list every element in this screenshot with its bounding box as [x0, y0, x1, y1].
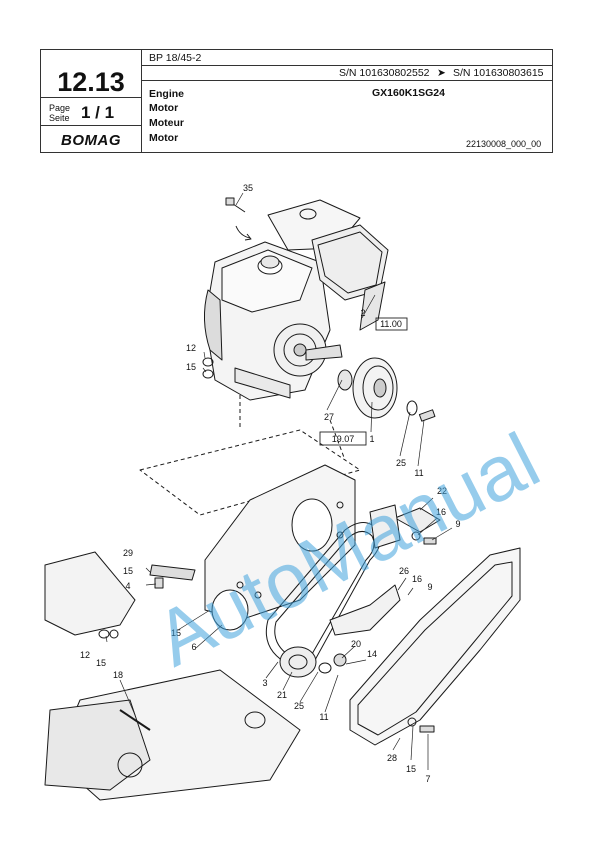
callout-label: 12 [186, 343, 196, 353]
serial-from: S/N 101630802552 [339, 67, 430, 79]
callout-label: 29 [123, 548, 133, 558]
callout-label: 7 [425, 774, 430, 784]
callout-label: 4 [125, 581, 130, 591]
callout-label: 11 [414, 468, 423, 478]
callout-label: 15 [123, 566, 133, 576]
callout-label: 14 [367, 649, 377, 659]
watermark: AutoManual [142, 416, 553, 683]
callout-label: 35 [243, 183, 253, 193]
frame-assembly [44, 395, 521, 801]
callout-label: 26 [399, 566, 409, 576]
model-name: BP 18/45-2 [149, 52, 202, 64]
engine-assembly [202, 197, 436, 422]
drawing-number: 22130008_000_00 [466, 139, 542, 149]
callout-label: 20 [351, 639, 361, 649]
callout-label: 16 [436, 507, 446, 517]
callout-label: 16 [412, 574, 422, 584]
title-de: Motor [149, 102, 179, 114]
callout-label: 15 [186, 362, 196, 372]
callout-label: 9 [427, 582, 432, 592]
header-table: 12.13 Page Seite 1 / 1 BOMAG BP 18/45-2 … [40, 49, 553, 153]
callout-label: 25 [396, 458, 406, 468]
page-label-de: Seite [49, 113, 70, 123]
callout-label: 6 [191, 642, 196, 652]
header-divider [141, 50, 142, 152]
header-rule [142, 65, 553, 66]
title-fr: Moteur [149, 117, 184, 129]
callout-label: 11 [319, 712, 328, 722]
page-label-en: Page [49, 103, 71, 113]
header-rule [41, 125, 141, 126]
callout-label: 21 [277, 690, 287, 700]
title-es: Motor [149, 132, 179, 144]
title-en: Engine [149, 88, 185, 100]
callout-label: 12 [80, 650, 90, 660]
callout-label: 2 [360, 308, 365, 318]
callout-label: 27 [324, 412, 334, 422]
callout-label: 9 [455, 519, 460, 529]
part-model: GX160K1SG24 [372, 87, 445, 99]
brand-logo: BOMAG [61, 132, 121, 149]
callout-labels: 35 2 11.00 12 15 27 19.07 1 25 11 22 16 … [80, 183, 461, 784]
callout-label: 15 [96, 658, 106, 668]
header-rule [41, 97, 141, 98]
callout-label: 22 [437, 486, 447, 496]
header-rule [142, 80, 553, 81]
callout-label: 19.07 [332, 434, 355, 444]
callout-label: 25 [294, 701, 304, 711]
callout-label: 28 [387, 753, 397, 763]
callout-box [319, 431, 367, 446]
serial-arrow: ➤ [437, 67, 446, 79]
callout-label: 15 [171, 628, 181, 638]
section-code: 12.13 [57, 67, 125, 97]
page-number: 1 / 1 [81, 103, 115, 122]
callout-box [375, 317, 408, 331]
serial-to: S/N 101630803615 [453, 67, 544, 79]
callout-label: 18 [113, 670, 123, 680]
callout-label: 11.00 [380, 319, 402, 329]
callout-label: 3 [262, 678, 267, 688]
callout-label: 15 [406, 764, 416, 774]
leader-lines [105, 192, 453, 770]
callout-label: 1 [369, 434, 374, 444]
